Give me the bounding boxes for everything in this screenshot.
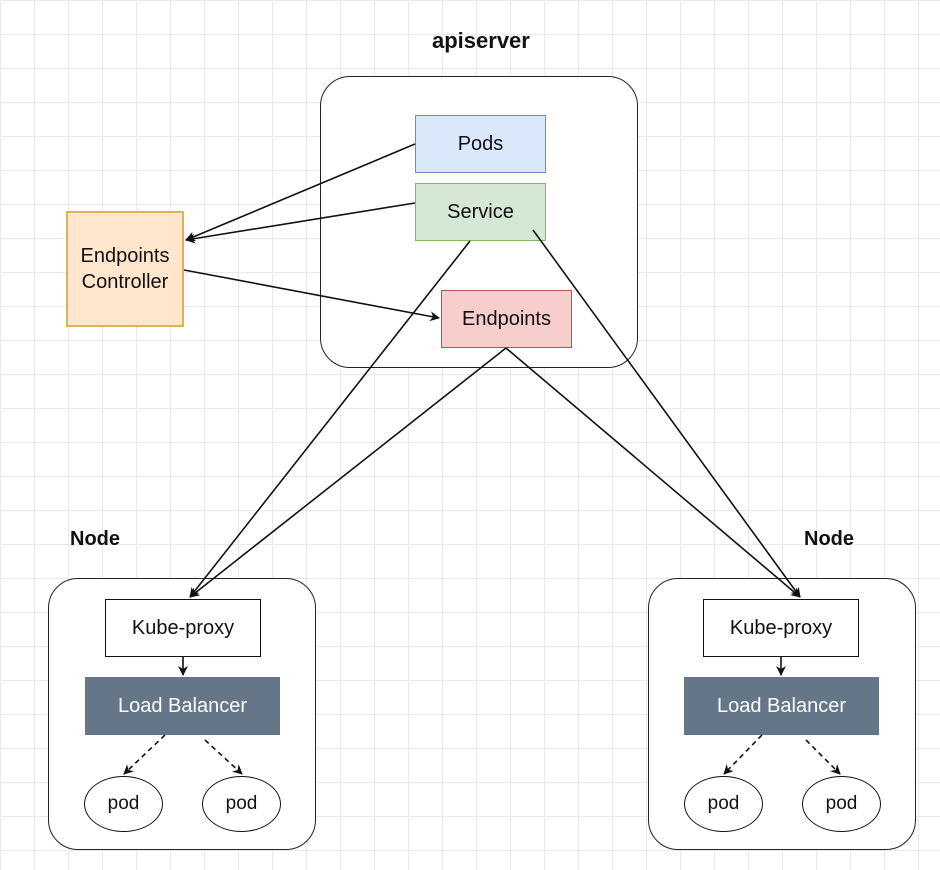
service-box: Service — [415, 183, 546, 241]
endpoints-controller-line1: Endpoints — [80, 245, 170, 267]
endpoints-controller-line2: Controller — [81, 271, 169, 293]
pods-box: Pods — [415, 115, 546, 173]
node-right-title: Node — [804, 528, 854, 550]
node-right-kube-proxy: Kube-proxy — [703, 599, 859, 657]
edge-endpoints-to-right-kubeproxy — [505, 347, 801, 598]
endpoints-controller-box: Endpoints Controller — [66, 211, 184, 327]
node-right-load-balancer: Load Balancer — [684, 677, 879, 735]
node-left-kube-proxy: Kube-proxy — [105, 599, 261, 657]
node-left-pod-1: pod — [84, 776, 163, 832]
node-right-pod-2: pod — [802, 776, 881, 832]
edge-endpoints-to-left-kubeproxy — [189, 347, 507, 598]
apiserver-title: apiserver — [432, 28, 530, 53]
node-left-pod-2: pod — [202, 776, 281, 832]
node-left-load-balancer: Load Balancer — [85, 677, 280, 735]
node-left-title: Node — [70, 528, 120, 550]
endpoints-box: Endpoints — [441, 290, 572, 348]
node-right-pod-1: pod — [684, 776, 763, 832]
